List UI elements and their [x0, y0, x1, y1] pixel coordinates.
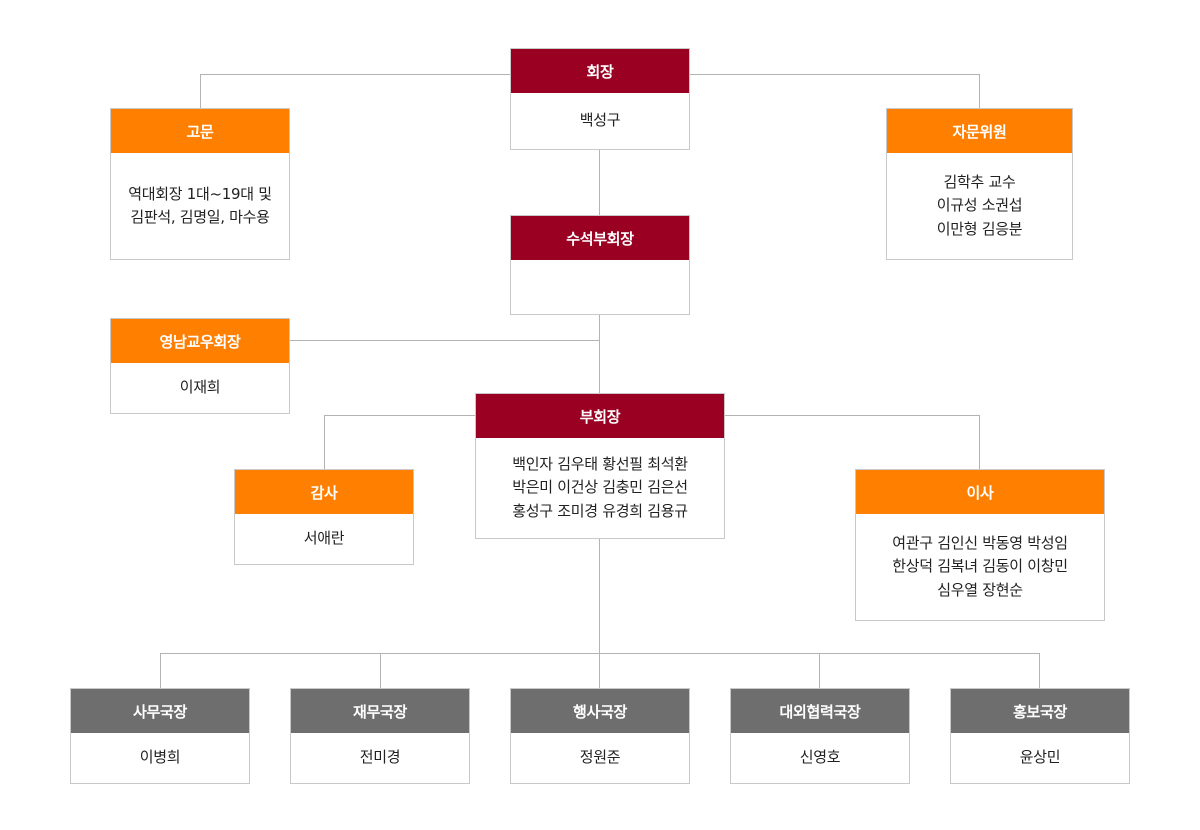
node-yeongnam-alumni-president-title: 영남교우회장 [111, 319, 289, 363]
node-bureau-events-title: 행사국장 [511, 689, 689, 733]
connector-president-to-senior-vp [599, 149, 600, 216]
node-bureau-external-relations-members: 신영호 [799, 748, 841, 767]
node-president-title: 회장 [511, 49, 689, 93]
node-president-members: 백성구 [579, 111, 621, 130]
node-advisory-committee[interactable]: 자문위원 김학추 교수 이규성 소권섭 이만형 김응분 [886, 108, 1073, 260]
connector-vice-president-to-director-horizontal [724, 415, 980, 416]
node-vice-president-members: 백인자 김우태 황선필 최석환 박은미 이건상 김충민 김은선 홍성구 조미경 … [512, 455, 688, 520]
node-bureau-finance-members: 전미경 [359, 748, 401, 767]
node-auditor[interactable]: 감사 서애란 [234, 469, 414, 565]
node-director-title: 이사 [856, 470, 1104, 514]
connector-president-to-advisory-horizontal [689, 74, 980, 75]
node-director-members: 여관구 김인신 박동영 박성임 한상덕 김복녀 김동이 이창민 심우열 장현순 [892, 534, 1068, 599]
node-president[interactable]: 회장 백성구 [510, 48, 690, 150]
node-advisor-title: 고문 [111, 109, 289, 153]
node-bureau-external-relations-title: 대외협력국장 [731, 689, 909, 733]
connector-vice-president-to-auditor-vertical [324, 415, 325, 470]
connector-yeongnam-horizontal [290, 340, 600, 341]
connector-bureau-drop-2 [380, 653, 381, 688]
connector-bureau-drop-1 [160, 653, 161, 688]
node-bureau-finance[interactable]: 재무국장 전미경 [290, 688, 470, 784]
connector-bureau-drop-5 [1039, 653, 1040, 688]
node-senior-vice-president-title: 수석부회장 [511, 216, 689, 260]
connector-president-to-advisor-vertical [200, 74, 201, 110]
node-yeongnam-alumni-president-members: 이재희 [179, 378, 221, 397]
node-auditor-title: 감사 [235, 470, 413, 514]
connector-president-to-advisor-horizontal [200, 74, 510, 75]
node-director[interactable]: 이사 여관구 김인신 박동영 박성임 한상덕 김복녀 김동이 이창민 심우열 장… [855, 469, 1105, 621]
node-bureau-general-affairs-title: 사무국장 [71, 689, 249, 733]
node-vice-president[interactable]: 부회장 백인자 김우태 황선필 최석환 박은미 이건상 김충민 김은선 홍성구 … [475, 393, 725, 539]
node-advisor-members: 역대회장 1대~19대 및 김판석, 김명일, 마수용 [128, 184, 272, 226]
connector-vice-president-to-auditor-horizontal [324, 415, 475, 416]
connector-bureau-drop-3 [599, 653, 600, 688]
node-bureau-events[interactable]: 행사국장 정원준 [510, 688, 690, 784]
connector-bureau-drop-4 [819, 653, 820, 688]
node-bureau-finance-title: 재무국장 [291, 689, 469, 733]
node-advisory-committee-members: 김학추 교수 이규성 소권섭 이만형 김응분 [936, 173, 1023, 238]
node-vice-president-title: 부회장 [476, 394, 724, 438]
node-auditor-members: 서애란 [303, 529, 345, 548]
node-senior-vice-president[interactable]: 수석부회장 [510, 215, 690, 315]
node-bureau-general-affairs-members: 이병희 [139, 748, 181, 767]
connector-president-to-advisory-vertical [979, 74, 980, 110]
node-advisory-committee-title: 자문위원 [887, 109, 1072, 153]
node-senior-vice-president-members [511, 260, 689, 314]
connector-vice-president-to-bureaus-trunk [599, 538, 600, 653]
node-bureau-events-members: 정원준 [579, 748, 621, 767]
node-bureau-public-relations-title: 홍보국장 [951, 689, 1129, 733]
node-yeongnam-alumni-president[interactable]: 영남교우회장 이재희 [110, 318, 290, 414]
connector-vice-president-to-director-vertical [979, 415, 980, 470]
node-bureau-public-relations-members: 윤상민 [1019, 748, 1061, 767]
node-advisor[interactable]: 고문 역대회장 1대~19대 및 김판석, 김명일, 마수용 [110, 108, 290, 260]
node-bureau-external-relations[interactable]: 대외협력국장 신영호 [730, 688, 910, 784]
connector-senior-vp-to-vice-president [599, 315, 600, 393]
node-bureau-public-relations[interactable]: 홍보국장 윤상민 [950, 688, 1130, 784]
node-bureau-general-affairs[interactable]: 사무국장 이병희 [70, 688, 250, 784]
connector-bureau-distributor-bar [160, 653, 1040, 654]
